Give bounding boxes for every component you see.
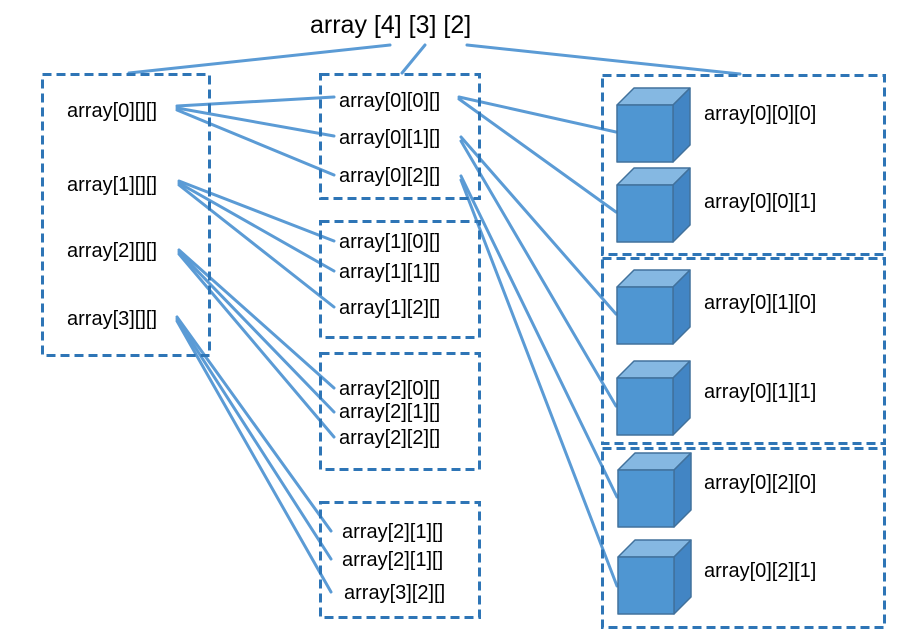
middle-box2-item-1: array[1][1][]	[339, 261, 441, 283]
connector-line	[459, 178, 619, 588]
middle-box4-item-2: array[3][2][]	[344, 582, 446, 604]
connector-line	[459, 135, 618, 316]
connector-line	[175, 108, 336, 177]
middle-box3-item-1: array[2][1][]	[339, 401, 441, 423]
middle-box1-item-0: array[0][0][]	[339, 90, 441, 112]
connector-line	[175, 315, 333, 533]
connector-line	[459, 139, 618, 408]
middle-box4-item-1: array[2][1][]	[342, 549, 444, 571]
left-item-0: array[0][][]	[67, 100, 158, 122]
middle-box-4	[319, 501, 481, 619]
left-item-2: array[2][][]	[67, 240, 158, 262]
cubes	[616, 87, 692, 615]
cube-icon	[616, 360, 691, 436]
connector-line	[457, 95, 618, 134]
left-item-3: array[3][][]	[67, 308, 158, 330]
middle-box-3	[319, 352, 481, 471]
cube-icon	[616, 87, 691, 163]
connector-line	[177, 252, 336, 439]
middle-box4-item-0: array[2][1][]	[342, 521, 444, 543]
connector-line	[175, 106, 336, 138]
connector-line	[177, 179, 336, 243]
left-item-1: array[1][][]	[67, 174, 158, 196]
right-box-3	[601, 447, 886, 629]
connector-line	[177, 248, 336, 390]
middle-box-1	[319, 73, 481, 200]
middle-box1-item-1: array[0][1][]	[339, 127, 441, 149]
right-box1-item-0: array[0][0][0]	[704, 103, 817, 125]
connector-line	[465, 43, 742, 76]
middle-box3-item-0: array[2][0][]	[339, 378, 441, 400]
connector-line	[459, 174, 619, 499]
cube-icon	[617, 452, 692, 528]
right-box1-item-1: array[0][0][1]	[704, 191, 817, 213]
cube-icon	[617, 539, 692, 615]
right-box-1	[601, 74, 886, 256]
connector-line	[177, 183, 336, 309]
connector-line	[175, 317, 333, 561]
right-box-2	[601, 257, 886, 445]
connector-line	[457, 97, 618, 214]
middle-box1-item-2: array[0][2][]	[339, 165, 441, 187]
cube-icon	[616, 269, 691, 345]
middle-box2-item-0: array[1][0][]	[339, 231, 441, 253]
diagram-title: array [4] [3] [2]	[310, 11, 472, 39]
connector-line	[177, 181, 336, 273]
connector-line	[400, 43, 427, 75]
connector-line	[127, 43, 392, 75]
connector-line	[175, 319, 333, 594]
connector-line	[175, 95, 336, 108]
right-box2-item-1: array[0][1][1]	[704, 381, 817, 403]
middle-box3-item-2: array[2][2][]	[339, 427, 441, 449]
right-box3-item-1: array[0][2][1]	[704, 560, 817, 582]
connector-lines	[127, 43, 742, 594]
middle-box-2	[319, 220, 481, 339]
connector-line	[177, 250, 336, 414]
cube-icon	[616, 167, 691, 243]
dashed-boxes	[41, 73, 886, 629]
right-box3-item-0: array[0][2][0]	[704, 472, 817, 494]
middle-box2-item-2: array[1][2][]	[339, 297, 441, 319]
right-box2-item-0: array[0][1][0]	[704, 292, 817, 314]
